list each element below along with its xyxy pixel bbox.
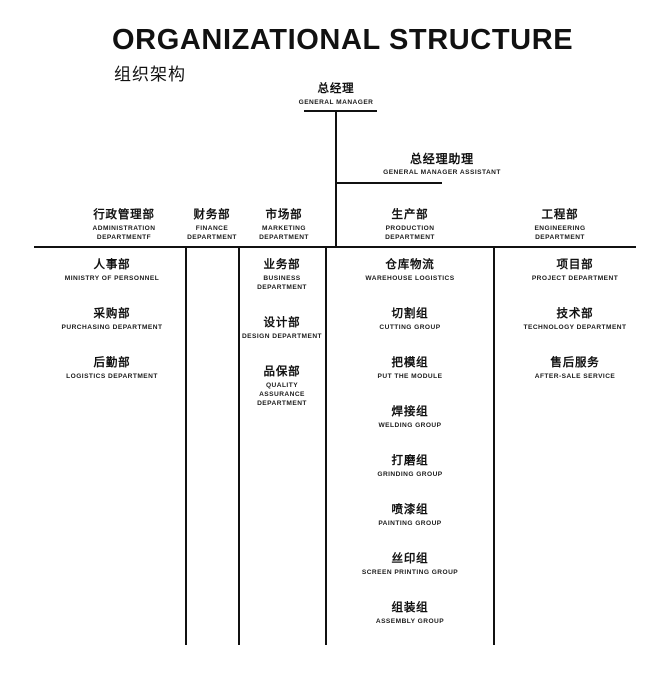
node-logistics-department[interactable]: 后勤部 LOGISTICS DEPARTMENT bbox=[40, 356, 184, 381]
node-grinding-group[interactable]: 打磨组 GRINDING GROUP bbox=[327, 454, 493, 479]
production-child-0-en: WAREHOUSE LOGISTICS bbox=[365, 275, 455, 282]
production-child-2-cn: 把模组 bbox=[391, 357, 429, 369]
marketing-child-0-en: BUSINESS DEPARTMENT bbox=[257, 275, 307, 291]
column-marketing: 业务部 BUSINESS DEPARTMENT 设计部 DESIGN DEPAR… bbox=[240, 258, 324, 407]
node-department-production[interactable]: 生产部 PRODUCTION DEPARTMENT bbox=[352, 208, 468, 242]
production-child-1-en: CUTTING GROUP bbox=[379, 324, 441, 331]
admin-child-1-en: PURCHASING DEPARTMENT bbox=[61, 324, 163, 331]
connector-gm-stem bbox=[335, 110, 337, 184]
node-cutting-group[interactable]: 切割组 CUTTING GROUP bbox=[327, 307, 493, 332]
column-divider-1 bbox=[185, 248, 188, 645]
production-child-1-cn: 切割组 bbox=[391, 308, 429, 320]
node-general-manager-assistant[interactable]: 总经理助理 GENERAL MANAGER ASSISTANT bbox=[320, 152, 564, 177]
engineering-child-1-en: TECHNOLOGY DEPARTMENT bbox=[523, 324, 627, 331]
column-divider-3 bbox=[325, 248, 328, 645]
admin-child-2-cn: 后勤部 bbox=[93, 357, 131, 369]
production-child-5-cn: 喷漆组 bbox=[391, 504, 429, 516]
column-engineering: 项目部 PROJECT DEPARTMENT 技术部 TECHNOLOGY DE… bbox=[495, 258, 655, 380]
production-child-0-cn: 仓库物流 bbox=[385, 259, 435, 271]
node-general-manager-en: GENERAL MANAGER bbox=[298, 99, 374, 106]
production-child-4-en: GRINDING GROUP bbox=[377, 471, 443, 478]
admin-child-0-cn: 人事部 bbox=[93, 259, 131, 271]
node-department-engineering[interactable]: 工程部 ENGINEERING DEPARTMENT bbox=[488, 208, 632, 242]
engineering-child-2-cn: 售后服务 bbox=[550, 357, 600, 369]
dept-engineering-en: ENGINEERING DEPARTMENT bbox=[534, 225, 586, 241]
node-after-sale-service[interactable]: 售后服务 AFTER-SALE SERVICE bbox=[495, 356, 655, 381]
engineering-child-2-en: AFTER-SALE SERVICE bbox=[534, 373, 616, 380]
connector-gm-underline bbox=[304, 110, 377, 112]
dept-production-cn: 生产部 bbox=[391, 209, 429, 221]
engineering-child-0-cn: 项目部 bbox=[556, 259, 594, 271]
production-child-3-cn: 焊接组 bbox=[391, 406, 429, 418]
marketing-child-0-cn: 业务部 bbox=[263, 259, 301, 271]
admin-child-1-cn: 采购部 bbox=[93, 308, 131, 320]
production-child-6-cn: 丝印组 bbox=[391, 553, 429, 565]
node-project-department[interactable]: 项目部 PROJECT DEPARTMENT bbox=[495, 258, 655, 283]
production-child-5-en: PAINTING GROUP bbox=[378, 520, 442, 527]
production-child-2-en: PUT THE MODULE bbox=[377, 373, 443, 380]
marketing-child-2-cn: 品保部 bbox=[263, 366, 301, 378]
dept-finance-cn: 财务部 bbox=[193, 209, 231, 221]
column-administration: 人事部 MINISTRY OF PERSONNEL 采购部 PURCHASING… bbox=[40, 258, 184, 380]
production-child-4-cn: 打磨组 bbox=[391, 455, 429, 467]
node-department-finance[interactable]: 财务部 FINANCE DEPARTMENT bbox=[180, 208, 244, 242]
engineering-child-1-cn: 技术部 bbox=[556, 308, 594, 320]
node-technology-department[interactable]: 技术部 TECHNOLOGY DEPARTMENT bbox=[495, 307, 655, 332]
node-ministry-of-personnel[interactable]: 人事部 MINISTRY OF PERSONNEL bbox=[40, 258, 184, 283]
production-child-3-en: WELDING GROUP bbox=[378, 422, 442, 429]
dept-marketing-cn: 市场部 bbox=[265, 209, 303, 221]
dept-production-en: PRODUCTION DEPARTMENT bbox=[385, 225, 435, 241]
node-business-department[interactable]: 业务部 BUSINESS DEPARTMENT bbox=[240, 258, 324, 292]
node-assembly-group[interactable]: 组装组 ASSEMBLY GROUP bbox=[327, 601, 493, 626]
node-quality-assurance-department[interactable]: 品保部 QUALITY ASSURANCE DEPARTMENT bbox=[240, 365, 324, 408]
column-divider-2 bbox=[238, 248, 241, 645]
connector-assistant-stem bbox=[335, 182, 337, 248]
dept-finance-en: FINANCE DEPARTMENT bbox=[187, 225, 237, 241]
dept-admin-en: ADMINISTRATION DEPARTMENTF bbox=[92, 225, 156, 241]
node-gm-assistant-en: GENERAL MANAGER ASSISTANT bbox=[383, 169, 501, 176]
page-subtitle: 组织架构 bbox=[114, 65, 186, 84]
column-production: 仓库物流 WAREHOUSE LOGISTICS 切割组 CUTTING GRO… bbox=[327, 258, 493, 625]
marketing-child-1-cn: 设计部 bbox=[263, 317, 301, 329]
engineering-child-0-en: PROJECT DEPARTMENT bbox=[531, 275, 619, 282]
node-general-manager-cn: 总经理 bbox=[317, 83, 355, 95]
dept-engineering-cn: 工程部 bbox=[541, 209, 579, 221]
admin-child-2-en: LOGISTICS DEPARTMENT bbox=[66, 373, 158, 380]
node-warehouse-logistics[interactable]: 仓库物流 WAREHOUSE LOGISTICS bbox=[327, 258, 493, 283]
admin-child-0-en: MINISTRY OF PERSONNEL bbox=[64, 275, 160, 282]
production-child-6-en: SCREEN PRINTING GROUP bbox=[361, 569, 459, 576]
node-painting-group[interactable]: 喷漆组 PAINTING GROUP bbox=[327, 503, 493, 528]
production-child-7-cn: 组装组 bbox=[391, 602, 429, 614]
dept-admin-cn: 行政管理部 bbox=[93, 209, 155, 221]
connector-assistant-underline bbox=[335, 182, 442, 184]
column-divider-4 bbox=[493, 248, 496, 645]
production-child-7-en: ASSEMBLY GROUP bbox=[375, 618, 445, 625]
node-design-department[interactable]: 设计部 DESIGN DEPARTMENT bbox=[240, 316, 324, 341]
marketing-child-1-en: DESIGN DEPARTMENT bbox=[241, 333, 323, 340]
node-general-manager[interactable]: 总经理 GENERAL MANAGER bbox=[268, 82, 404, 107]
main-divider-rule bbox=[34, 246, 636, 249]
node-department-administration[interactable]: 行政管理部 ADMINISTRATION DEPARTMENTF bbox=[62, 208, 186, 242]
page-title: ORGANIZATIONAL STRUCTURE bbox=[112, 24, 574, 56]
node-purchasing-department[interactable]: 采购部 PURCHASING DEPARTMENT bbox=[40, 307, 184, 332]
node-screen-printing-group[interactable]: 丝印组 SCREEN PRINTING GROUP bbox=[327, 552, 493, 577]
node-gm-assistant-cn: 总经理助理 bbox=[409, 152, 474, 166]
dept-marketing-en: MARKETING DEPARTMENT bbox=[259, 225, 309, 241]
marketing-child-2-en: QUALITY ASSURANCE DEPARTMENT bbox=[257, 382, 307, 407]
node-department-marketing[interactable]: 市场部 MARKETING DEPARTMENT bbox=[248, 208, 320, 242]
node-put-the-module[interactable]: 把模组 PUT THE MODULE bbox=[327, 356, 493, 381]
node-welding-group[interactable]: 焊接组 WELDING GROUP bbox=[327, 405, 493, 430]
